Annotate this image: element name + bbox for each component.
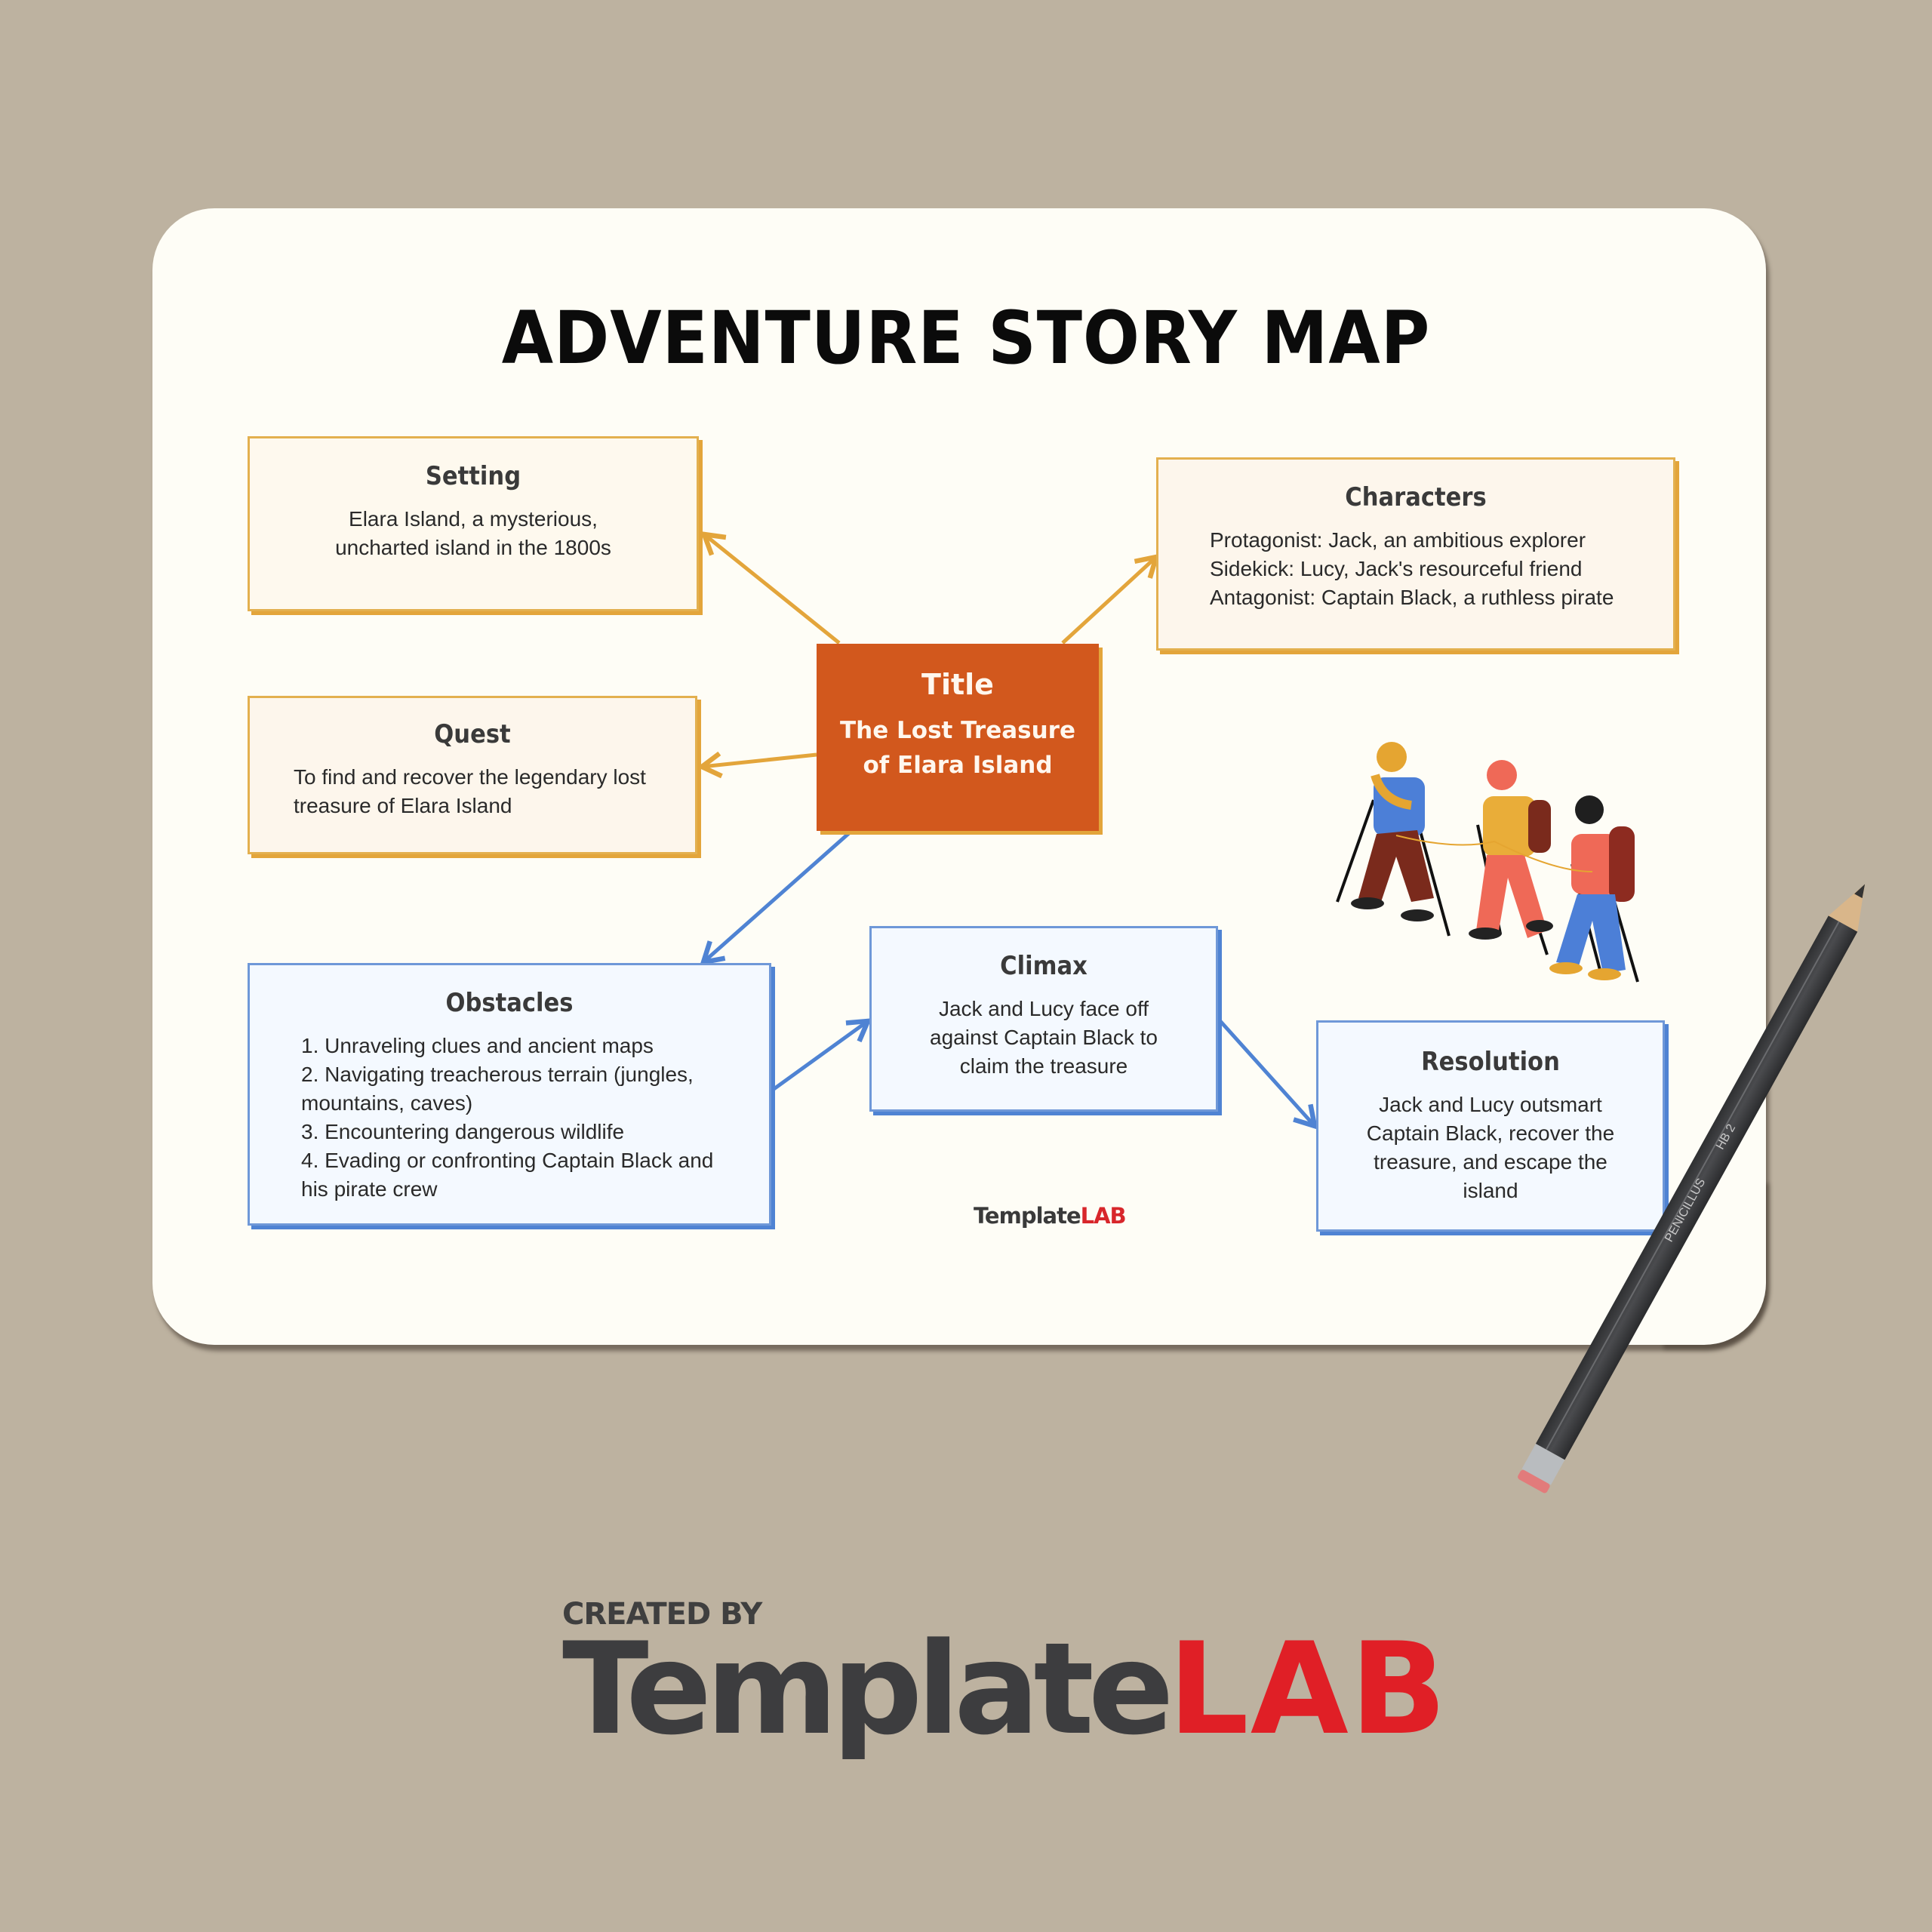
title-heading: Title	[921, 668, 994, 701]
arrow-to-obstacles	[700, 832, 851, 966]
obstacles-box: Obstacles 1. Unraveling clues and ancien…	[248, 963, 771, 1226]
page-title: ADVENTURE STORY MAP	[501, 296, 1431, 380]
setting-box: Setting Elara Island, a mysterious,uncha…	[248, 436, 699, 611]
footer-brand-logo: CREATED BY TemplateLAB	[562, 1597, 1448, 1763]
created-by-label: CREATED BY	[562, 1597, 762, 1632]
brand-wordmark: TemplateLAB	[562, 1615, 1448, 1763]
climax-heading: Climax	[1000, 951, 1088, 981]
small-brand-logo: TemplateLAB	[974, 1203, 1127, 1229]
hikers-illustration	[1336, 742, 1639, 983]
setting-text: Elara Island, a mysterious,uncharted isl…	[335, 507, 611, 559]
arrow-to-resolution	[1218, 1019, 1318, 1130]
quest-heading: Quest	[434, 719, 511, 749]
arrow-to-climax	[771, 1018, 872, 1092]
arrow-to-setting	[700, 531, 841, 645]
arrow-to-quest	[697, 751, 817, 779]
setting-heading: Setting	[425, 461, 521, 491]
quest-box: Quest To find and recover the legendary …	[248, 696, 697, 854]
obstacles-heading: Obstacles	[445, 988, 574, 1018]
characters-text: Protagonist: Jack, an ambitious explorer…	[1210, 528, 1614, 609]
characters-heading: Characters	[1345, 482, 1487, 512]
arrow-to-characters	[1061, 553, 1160, 645]
resolution-heading: Resolution	[1421, 1047, 1560, 1077]
characters-box: Characters Protagonist: Jack, an ambitio…	[1156, 457, 1675, 651]
